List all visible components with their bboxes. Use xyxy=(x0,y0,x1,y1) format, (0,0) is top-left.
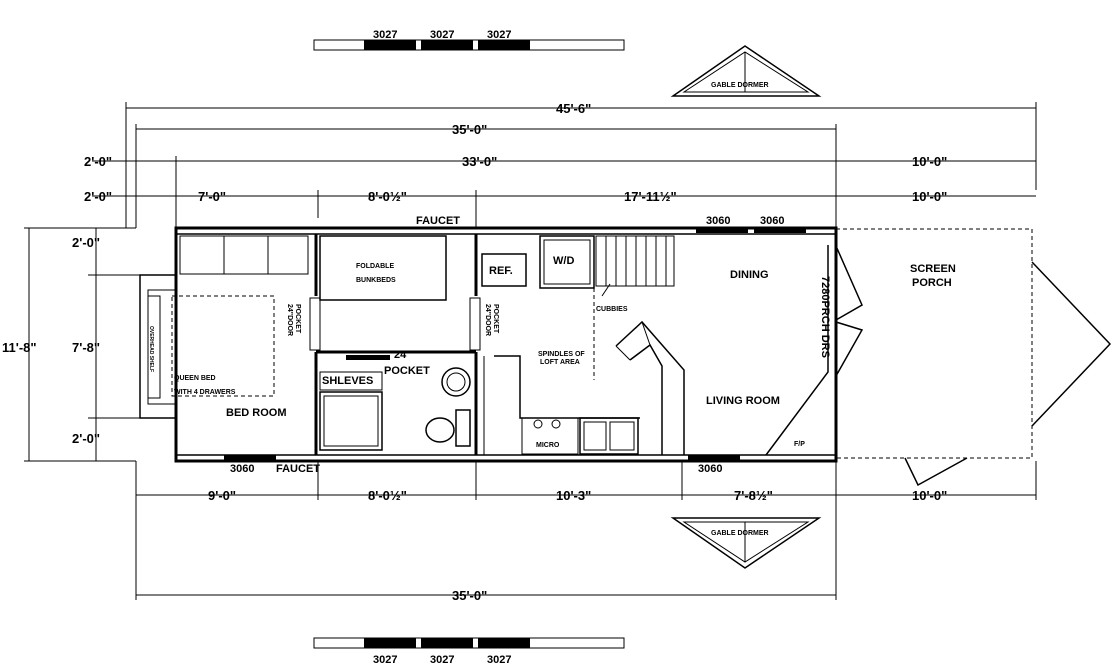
dim-left-middle: 7'-8" xyxy=(72,340,100,355)
dimensions-left: 11'-8" 2'-0" 7'-8" 2'-0" xyxy=(2,227,150,462)
label-cubbies: CUBBIES xyxy=(596,306,628,313)
label-porch-doors: 7280PRCH DRS xyxy=(819,276,831,358)
window-label-bottom-2: 3027 xyxy=(430,654,454,666)
dim-inner: 33'-0" xyxy=(462,154,497,169)
dim-bottom-seg-3: 10'-3" xyxy=(556,488,591,503)
label-pocket-24: 24" xyxy=(394,349,411,361)
label-spindles-2: LOFT AREA xyxy=(540,359,580,366)
gable-dormer-bottom-label: GABLE DORMER xyxy=(711,530,769,537)
label-pocket: POCKET xyxy=(384,365,430,377)
label-bed-room: BED ROOM xyxy=(226,407,287,419)
label-window-3060-a: 3060 xyxy=(706,215,730,227)
dim-seg-1: 7'-0" xyxy=(198,189,226,204)
dim-seg-2: 8'-0½" xyxy=(368,189,407,204)
building-walls xyxy=(139,226,838,463)
label-pocket-door-1b: 24"DOOR xyxy=(286,304,293,336)
label-window-3060-b: 3060 xyxy=(760,215,784,227)
dimensions-top: 45'-6" 35'-0" 2'-0" 33'-0" 10'-0" 2'-0" … xyxy=(84,101,1037,228)
interior xyxy=(171,234,829,456)
label-pocket-door-2a: POCKET xyxy=(492,304,499,334)
dim-overall: 45'-6" xyxy=(556,101,591,116)
label-faucet-bottom: FAUCET xyxy=(276,463,320,475)
gable-dormer-top-label: GABLE DORMER xyxy=(711,82,769,89)
window-strip-top: 3027 3027 3027 xyxy=(313,29,625,51)
label-spindles-1: SPINDLES OF xyxy=(538,351,585,358)
label-screen-porch-2: PORCH xyxy=(912,277,952,289)
dim-seg-3: 17'-11½" xyxy=(624,189,677,204)
dim-bottom-seg-1: 9'-0" xyxy=(208,488,236,503)
label-living-room: LIVING ROOM xyxy=(706,395,780,407)
label-wd: W/D xyxy=(553,255,574,267)
label-pocket-door-2b: 24"DOOR xyxy=(484,304,491,336)
dim-left-bottom: 2'-0" xyxy=(72,431,100,446)
window-strip-bottom: 3027 3027 3027 xyxy=(313,637,625,666)
dim-bottom-seg-4: 7'-8½" xyxy=(734,488,773,503)
label-ref: REF. xyxy=(489,265,513,277)
label-window-3060-c: 3060 xyxy=(230,463,254,475)
dimensions-bottom: 9'-0" 8'-0½" 10'-3" 7'-8½" 10'-0" 35'-0" xyxy=(135,461,1037,603)
dim-porch-1: 10'-0" xyxy=(912,154,947,169)
label-queen-bed-2: WITH 4 DRAWERS xyxy=(174,389,236,396)
label-faucet-top: FAUCET xyxy=(416,215,460,227)
window-label-top-1: 3027 xyxy=(373,29,397,41)
label-bunkbeds-2: BUNKBEDS xyxy=(356,277,396,284)
label-dining: DINING xyxy=(730,269,769,281)
dim-bottom-porch: 10'-0" xyxy=(912,488,947,503)
gable-dormer-top: GABLE DORMER xyxy=(670,45,822,97)
room-labels: FAUCET 3060 3060 3060 FAUCET 3060 FOLDAB… xyxy=(148,215,956,475)
screen-porch xyxy=(835,228,1112,487)
dim-left-total: 11'-8" xyxy=(2,340,37,355)
label-screen-porch-1: SCREEN xyxy=(910,263,956,275)
label-window-3060-d: 3060 xyxy=(698,463,722,475)
dim-left-ext-1: 2'-0" xyxy=(84,154,112,169)
label-pocket-door-1a: POCKET xyxy=(294,304,301,334)
window-label-top-2: 3027 xyxy=(430,29,454,41)
window-label-bottom-1: 3027 xyxy=(373,654,397,666)
dim-left-top: 2'-0" xyxy=(72,235,100,250)
dim-bottom-house: 35'-0" xyxy=(452,588,487,603)
dim-left-ext-2: 2'-0" xyxy=(84,189,112,204)
label-micro: MICRO xyxy=(536,442,560,449)
gable-dormer-bottom: GABLE DORMER xyxy=(670,517,822,569)
window-label-top-3: 3027 xyxy=(487,29,511,41)
label-shelf-vertical: OVERHEAD SHELF xyxy=(148,326,154,372)
window-label-bottom-3: 3027 xyxy=(487,654,511,666)
label-shelves: SHLEVES xyxy=(322,375,373,387)
label-queen-bed-1: QUEEN BED xyxy=(174,375,216,382)
dim-house-top: 35'-0" xyxy=(452,122,487,137)
dim-bottom-seg-2: 8'-0½" xyxy=(368,488,407,503)
label-fireplace: F/P xyxy=(794,441,805,448)
dim-porch-2: 10'-0" xyxy=(912,189,947,204)
label-bunkbeds-1: FOLDABLE xyxy=(356,263,394,270)
